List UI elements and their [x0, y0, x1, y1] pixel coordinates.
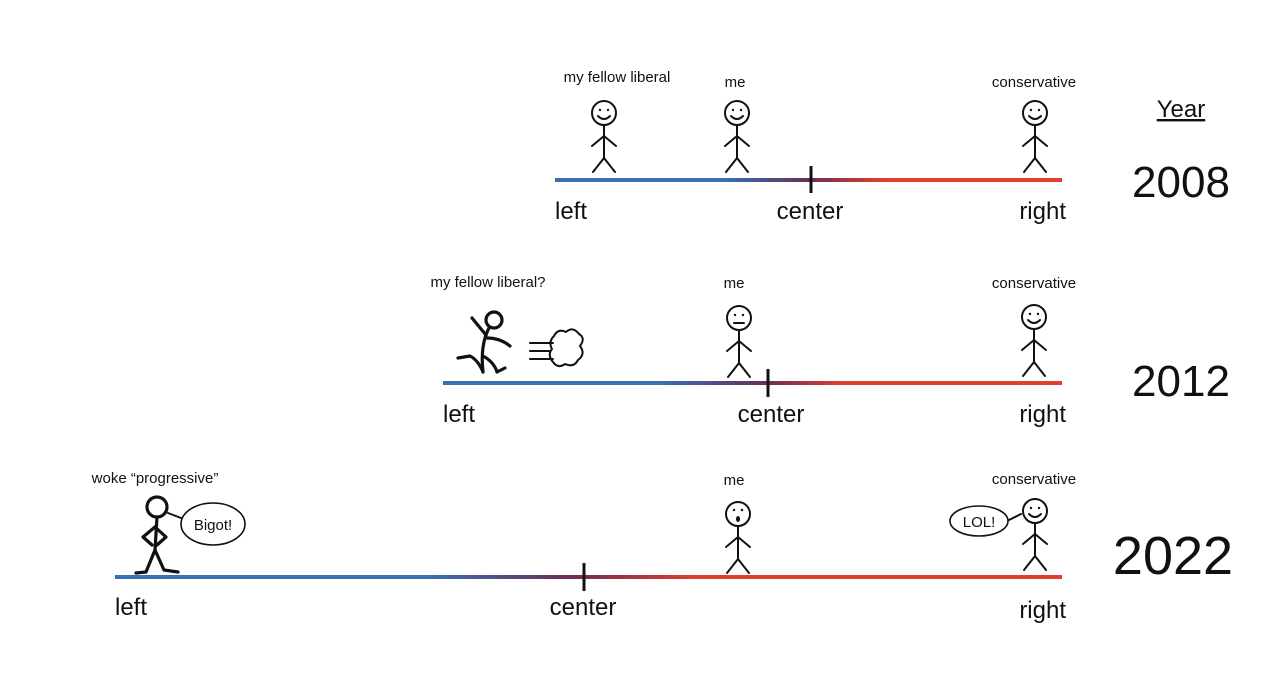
- figure-label: me: [724, 472, 745, 489]
- left-label: left: [115, 594, 147, 621]
- stick-figure-liberal: [591, 100, 617, 173]
- figure-label: conservative: [992, 275, 1076, 292]
- stick-figure-conservative: [1022, 498, 1048, 571]
- row-2012: left center right 2012 my fellow liberal…: [430, 274, 1229, 428]
- row-2022: left center right 2022 woke “progressive…: [91, 470, 1233, 624]
- figure-label: me: [724, 275, 745, 292]
- angry-stick-figure-progressive: [134, 495, 180, 575]
- running-stick-figure-liberal: [456, 310, 512, 374]
- center-label: center: [738, 401, 805, 428]
- stick-figure-me: [725, 501, 751, 574]
- stick-figure-me: [726, 305, 752, 378]
- center-label: center: [777, 198, 844, 225]
- year-label: 2008: [1132, 158, 1230, 207]
- figure-label: my fellow liberal?: [430, 274, 545, 291]
- figure-label: woke “progressive”: [91, 470, 219, 487]
- row-2008: left center right 2008 my fellow liberal…: [555, 69, 1230, 225]
- year-label: 2022: [1113, 526, 1233, 586]
- speech-text: LOL!: [963, 514, 996, 531]
- right-label: right: [1019, 401, 1066, 428]
- stick-figure-conservative: [1021, 304, 1047, 377]
- right-label: right: [1019, 597, 1066, 624]
- figure-label: my fellow liberal: [564, 69, 671, 86]
- stick-figure-conservative: [1022, 100, 1048, 173]
- center-label: center: [550, 594, 617, 621]
- left-label: left: [443, 401, 475, 428]
- figure-label: conservative: [992, 471, 1076, 488]
- speech-text: Bigot!: [194, 517, 232, 534]
- speech-bubble: Bigot!: [167, 502, 246, 546]
- year-label: 2012: [1132, 357, 1230, 406]
- left-label: left: [555, 198, 587, 225]
- speech-bubble: LOL!: [949, 505, 1022, 537]
- year-header: Year: [1157, 96, 1206, 123]
- figure-label: me: [725, 74, 746, 91]
- figure-label: conservative: [992, 74, 1076, 91]
- stick-figure-me: [724, 100, 750, 173]
- dust-cloud-icon: [529, 328, 584, 368]
- right-label: right: [1019, 198, 1066, 225]
